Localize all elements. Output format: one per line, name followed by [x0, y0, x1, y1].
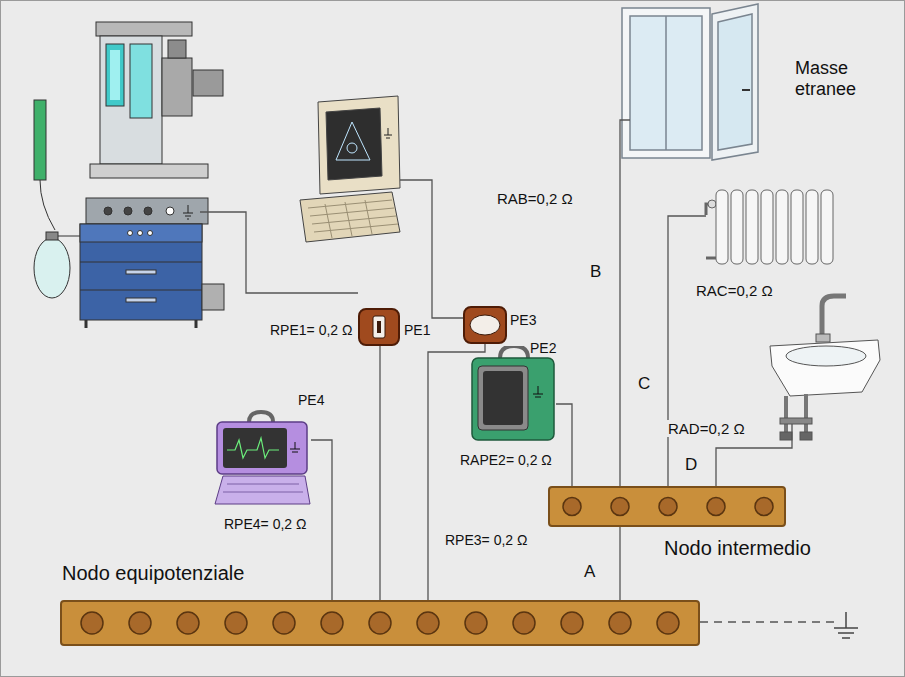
node-bar: Nodo equipotenziale	[60, 600, 700, 646]
socket: PE1	[358, 308, 400, 346]
edge-label: RAPE2= 0,2 Ω	[458, 452, 554, 468]
resistance-label: C	[636, 374, 652, 394]
edge-label: A	[582, 562, 597, 582]
resistance-label: D	[683, 455, 699, 475]
socket: PE3	[463, 306, 507, 344]
bonding-conductor	[619, 527, 620, 600]
radiator-column	[761, 190, 773, 264]
sink	[770, 296, 880, 440]
radiator-column	[791, 190, 803, 264]
node-label: PE4	[298, 392, 324, 408]
edge-label: RPE4= 0,2 Ω	[222, 516, 308, 532]
edge-label: RPE3= 0,2 Ω	[443, 532, 529, 548]
radiator-column	[776, 190, 788, 264]
node-label: PE3	[510, 312, 536, 328]
bonding-conductor	[379, 346, 380, 600]
node-label: PE2	[530, 340, 556, 356]
node-label: PE1	[404, 322, 430, 338]
node-bar: Nodo intermedio	[548, 486, 786, 527]
anesthesia-machine	[34, 22, 224, 328]
resistance-label: B	[588, 262, 603, 282]
node-label: Nodo intermedio	[664, 537, 811, 560]
group-label: Masse etranee	[793, 58, 893, 99]
radiator-column	[716, 190, 728, 264]
ground-symbol	[834, 612, 858, 638]
window	[622, 4, 758, 160]
radiator-column	[746, 190, 758, 264]
radiator-column	[821, 190, 833, 264]
bonding-conductor	[556, 404, 572, 486]
monitor: PE4	[213, 410, 311, 506]
edge-label: RPE1= 0,2 Ω	[268, 322, 354, 338]
radiator-column	[806, 190, 818, 264]
radiator	[706, 190, 833, 264]
monitor: PE2	[470, 346, 556, 444]
resistance-label: RAD=0,2 Ω	[666, 420, 747, 437]
bonding-wires	[200, 120, 840, 622]
node-label: Nodo equipotenziale	[62, 562, 244, 585]
radiator-column	[731, 190, 743, 264]
bonding-conductor	[311, 440, 332, 600]
resistance-label: RAC=0,2 Ω	[694, 282, 775, 299]
bonding-conductor	[428, 344, 485, 600]
ultrasound-unit	[300, 96, 400, 242]
resistance-label: RAB=0,2 Ω	[495, 190, 575, 207]
